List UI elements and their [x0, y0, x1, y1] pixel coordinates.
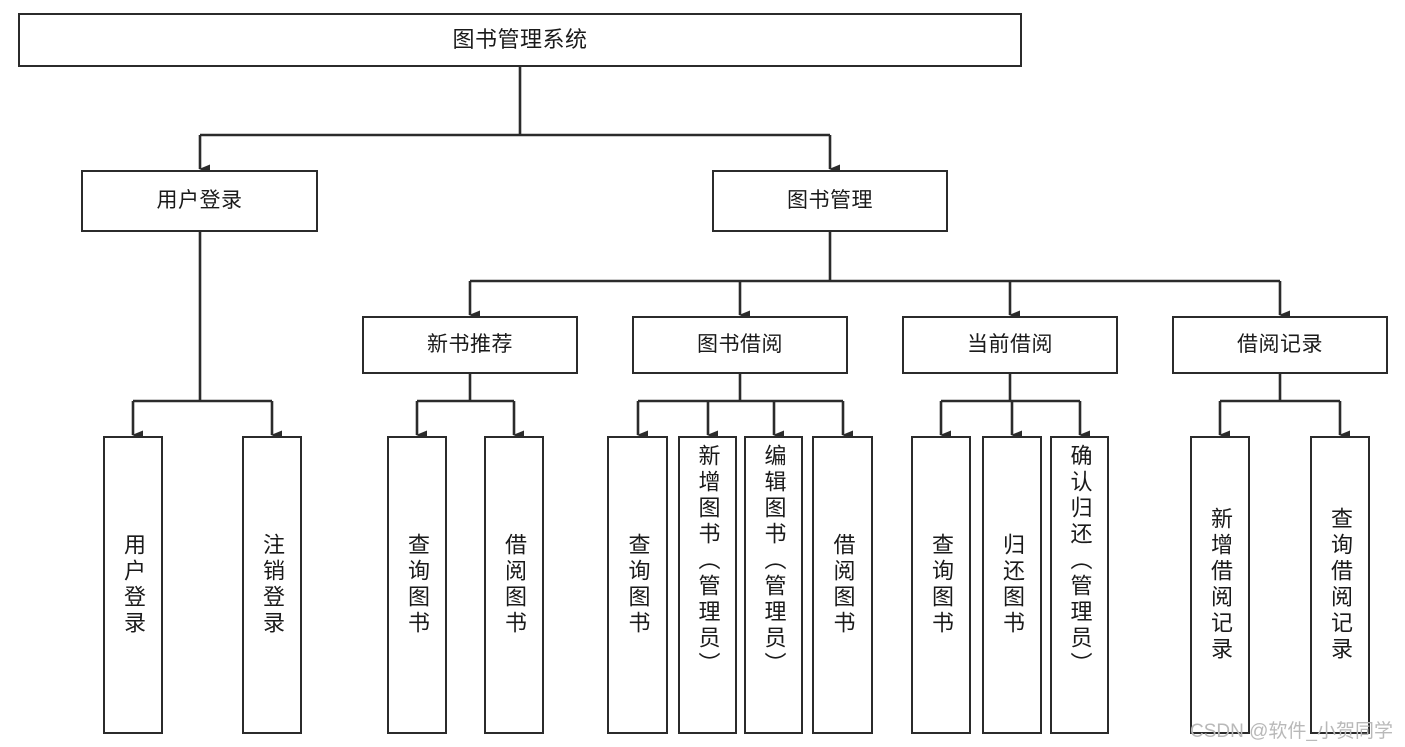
- node-label: 新书推荐: [427, 332, 513, 356]
- node-label: 图书借阅: [697, 332, 783, 356]
- node-label: 查询图书: [405, 533, 430, 637]
- node-new_book_rec[interactable]: 新书推荐: [362, 316, 578, 374]
- node-leaf_cb_query[interactable]: 查询图书: [911, 436, 971, 734]
- node-user_login[interactable]: 用户登录: [81, 170, 318, 232]
- node-leaf_cb_return[interactable]: 归还图书: [982, 436, 1042, 734]
- node-label: 用户登录: [156, 188, 243, 212]
- node-label: 查询图书: [625, 533, 651, 637]
- node-leaf_log_query[interactable]: 查询借阅记录: [1310, 436, 1370, 734]
- node-label: 新增借阅记录: [1208, 507, 1233, 663]
- node-label: 注销登录: [260, 533, 285, 637]
- node-label: 当前借阅: [967, 332, 1053, 356]
- node-leaf_bb_borrow[interactable]: 借阅图书: [812, 436, 873, 734]
- node-label: 确认归还（管理员）: [1067, 444, 1093, 678]
- node-leaf_bb_query[interactable]: 查询图书: [607, 436, 668, 734]
- node-label: 图书管理: [787, 188, 873, 212]
- node-label: 图书管理系统: [452, 27, 588, 53]
- node-leaf_rec_query[interactable]: 查询图书: [387, 436, 447, 734]
- node-leaf_logout[interactable]: 注销登录: [242, 436, 302, 734]
- node-label: 查询借阅记录: [1328, 507, 1353, 663]
- node-book_borrow[interactable]: 图书借阅: [632, 316, 848, 374]
- node-label: 用户登录: [121, 533, 146, 637]
- node-label: 借阅记录: [1237, 332, 1323, 356]
- node-cur_borrow[interactable]: 当前借阅: [902, 316, 1118, 374]
- node-book_mgmt[interactable]: 图书管理: [712, 170, 948, 232]
- node-borrow_log[interactable]: 借阅记录: [1172, 316, 1388, 374]
- node-label: 归还图书: [1000, 533, 1025, 637]
- node-label: 查询图书: [929, 533, 954, 637]
- node-leaf_bb_add[interactable]: 新增图书（管理员）: [678, 436, 737, 734]
- node-leaf_bb_edit[interactable]: 编辑图书（管理员）: [744, 436, 803, 734]
- node-label: 借阅图书: [502, 533, 527, 637]
- watermark: CSDN @软件_小贺同学: [1190, 721, 1393, 742]
- node-leaf_user_login[interactable]: 用户登录: [103, 436, 163, 734]
- node-root[interactable]: 图书管理系统: [18, 13, 1022, 67]
- node-label: 借阅图书: [830, 533, 856, 637]
- node-leaf_log_add[interactable]: 新增借阅记录: [1190, 436, 1250, 734]
- node-leaf_rec_borrow[interactable]: 借阅图书: [484, 436, 544, 734]
- node-label: 编辑图书（管理员）: [761, 444, 787, 678]
- node-leaf_cb_confirm[interactable]: 确认归还（管理员）: [1050, 436, 1109, 734]
- node-label: 新增图书（管理员）: [695, 444, 721, 678]
